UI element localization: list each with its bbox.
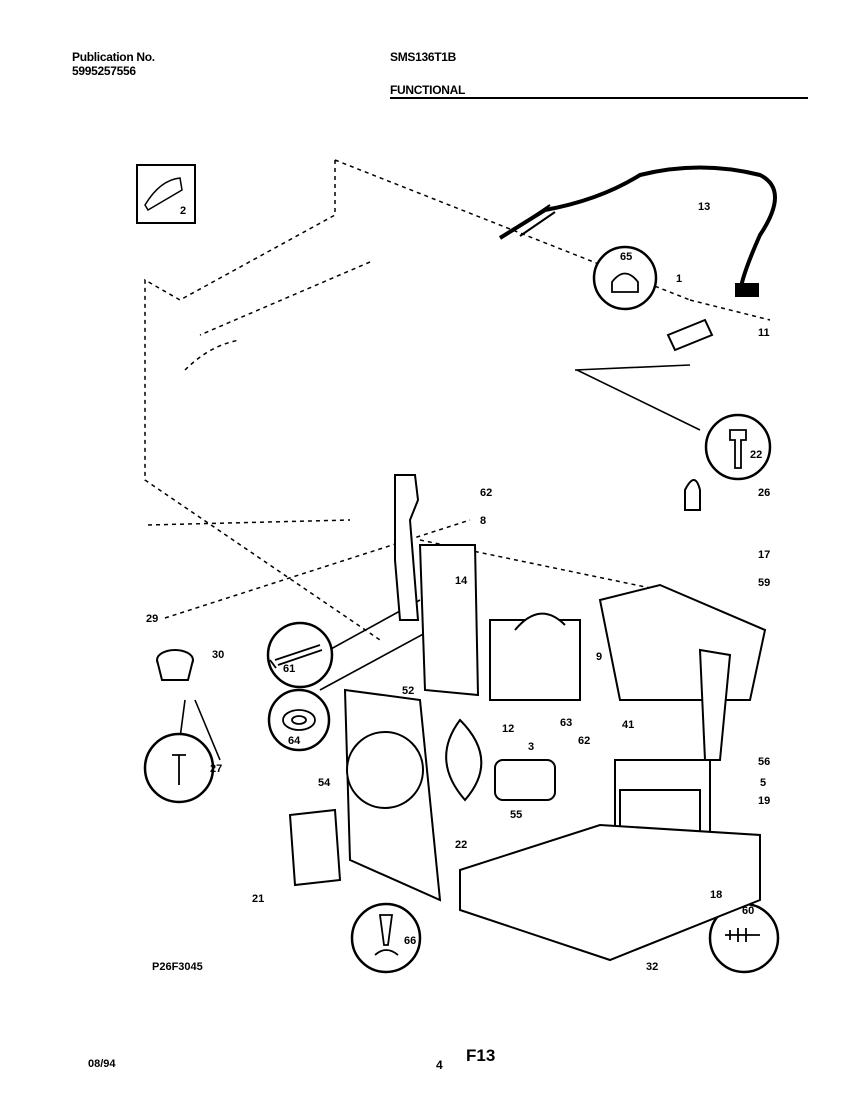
- footer-date: 08/94: [88, 1058, 116, 1070]
- callout-2: 2: [180, 205, 186, 217]
- callout-27: 27: [210, 763, 222, 775]
- callout-62-top: 62: [480, 487, 492, 499]
- model-number: SMS136T1B: [390, 50, 456, 64]
- callout-55: 55: [510, 809, 522, 821]
- callout-14: 14: [455, 575, 468, 587]
- callout-56: 66: [404, 935, 416, 947]
- callout-56-right: 56: [758, 756, 770, 768]
- power-cord: [498, 165, 777, 297]
- bubble-contents: [172, 272, 760, 956]
- publication-label: Publication No.: [72, 50, 155, 64]
- callout-54: 54: [318, 777, 331, 789]
- callout-41: 41: [622, 719, 634, 731]
- callout-30: 30: [212, 649, 224, 661]
- callout-1: 1: [676, 273, 682, 285]
- section-title: FUNCTIONAL: [390, 83, 465, 97]
- figure-number: F13: [466, 1046, 496, 1065]
- callout-12: 12: [502, 723, 514, 735]
- publication-number: 5995257556: [72, 64, 136, 78]
- callout-18: 18: [710, 889, 722, 901]
- callout-8: 8: [480, 515, 486, 527]
- callout-21: 21: [252, 893, 264, 905]
- callout-labels: 2 13 65 1 11 22 62 8 26 17 59 14 29 30 6…: [146, 201, 770, 973]
- callout-52: 52: [402, 685, 414, 697]
- header-rule: [390, 97, 808, 99]
- callout-19: 19: [758, 795, 770, 807]
- part-2-inset: [136, 164, 196, 224]
- callout-64: 64: [288, 735, 301, 747]
- parts: [156, 318, 767, 962]
- callout-65: 65: [620, 251, 632, 263]
- callout-29: 29: [146, 613, 158, 625]
- callout-61: 61: [283, 663, 295, 675]
- callout-3: 3: [528, 741, 534, 753]
- figure-code: P26F3045: [152, 961, 203, 973]
- callout-22-mid: 22: [455, 839, 467, 851]
- callout-60: 60: [742, 905, 754, 917]
- callout-17: 17: [758, 549, 770, 561]
- callout-59: 59: [758, 577, 770, 589]
- callout-13: 13: [698, 201, 710, 213]
- callout-62-mid: 62: [578, 735, 590, 747]
- page-number: 4: [436, 1058, 443, 1072]
- callout-26: 26: [758, 487, 770, 499]
- callout-9: 9: [596, 651, 602, 663]
- callout-32: 32: [646, 961, 658, 973]
- callout-63: 63: [560, 717, 572, 729]
- callout-22-top: 22: [750, 449, 762, 461]
- callout-11: 11: [758, 327, 770, 339]
- callout-5: 5: [760, 777, 766, 789]
